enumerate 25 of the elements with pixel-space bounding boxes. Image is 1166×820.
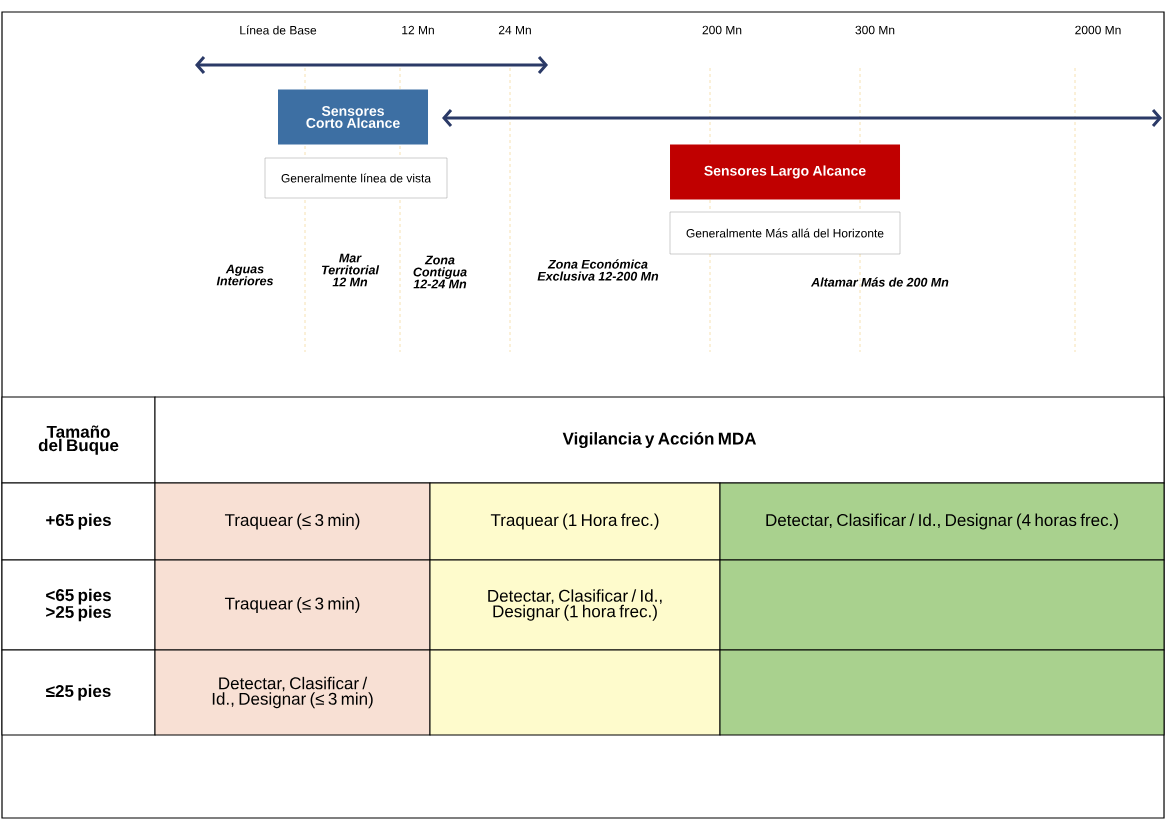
header-cell: Tamaño del Buque <box>1 396 156 484</box>
scale-label: 300 Mn <box>855 25 895 35</box>
scale-label: 200 Mn <box>702 25 742 35</box>
scale-label: Línea de Base <box>240 25 317 35</box>
table-cell: Detectar, Clasificar / Id., Designar (4 horas frec.) <box>719 482 1165 561</box>
scale-label: 2000 Mn <box>1075 25 1121 35</box>
sensor-box: Sensores Corto Alcance <box>278 89 428 145</box>
table-cell: <65 pies >25 pies <box>1 559 156 651</box>
zone-label: Zona Contigua 12-24 Mn <box>413 255 467 289</box>
table-cell: Detectar, Clasificar / Id., Designar (≤ 3 min) <box>154 649 431 736</box>
note-box: Generalmente línea de vista <box>264 157 448 199</box>
table-cell: ≤25 pies <box>1 649 156 736</box>
table-cell: Detectar, Clasificar / Id., Designar (1 hora frec.) <box>429 559 721 651</box>
zone-label: Aguas Interiores <box>216 264 274 286</box>
table-cell: Traquear (≤ 3 min) <box>154 482 431 561</box>
zone-label: Altamar Más de 200 Mn <box>810 277 949 287</box>
note-box: Generalmente Más allá del Horizonte <box>669 211 901 255</box>
scale-label: 24 Mn <box>498 25 531 35</box>
sensor-box: Sensores Largo Alcance <box>670 144 900 200</box>
table-cell: Traquear (≤ 3 min) <box>154 559 431 651</box>
zone-label: Zona Económica Exclusiva 12-200 Mn <box>537 259 659 281</box>
table-cell: Traquear (1 Hora frec.) <box>429 482 721 561</box>
table-cell: +65 pies <box>1 482 156 561</box>
scale-label: 12 Mn <box>402 25 434 35</box>
zone-label: Mar Territorial 12 Mn <box>321 253 380 287</box>
